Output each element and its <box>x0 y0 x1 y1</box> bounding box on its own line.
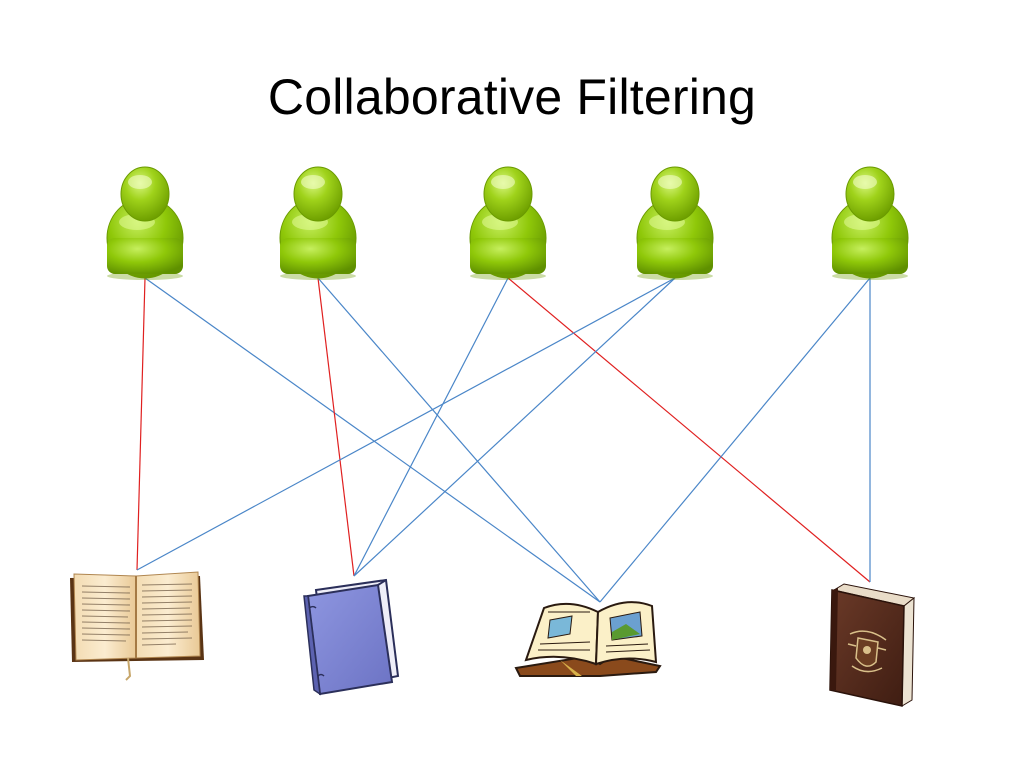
closed-book-icon <box>829 583 916 707</box>
link-user1-item3 <box>144 277 601 603</box>
link-user1-item1 <box>136 277 146 571</box>
user-4 <box>636 166 714 280</box>
link-user3-item4 <box>507 277 871 583</box>
person-icon <box>831 166 909 280</box>
link-user5-item3 <box>599 277 871 603</box>
open-book-text <box>70 571 204 681</box>
crest-emblem <box>847 630 887 673</box>
link-user4-item2 <box>353 277 676 577</box>
open-book-icon <box>514 601 662 677</box>
open-book-icon <box>70 571 204 681</box>
person-icon <box>279 166 357 280</box>
user-2 <box>279 166 357 280</box>
closed-book-icon <box>303 578 400 696</box>
person-icon <box>106 166 184 280</box>
brown-book <box>829 583 916 707</box>
user-5 <box>831 166 909 280</box>
person-icon <box>636 166 714 280</box>
person-icon <box>469 166 547 280</box>
link-user2-item3 <box>317 277 601 603</box>
user-3 <box>469 166 547 280</box>
blue-book <box>303 578 400 696</box>
link-user2-item2 <box>317 277 355 577</box>
open-book-pictures <box>514 601 662 677</box>
link-user4-item1 <box>136 277 676 571</box>
connection-lines <box>136 277 871 603</box>
slide-title: Collaborative Filtering <box>267 69 757 125</box>
user-1 <box>106 166 184 280</box>
link-user3-item2 <box>353 277 509 577</box>
